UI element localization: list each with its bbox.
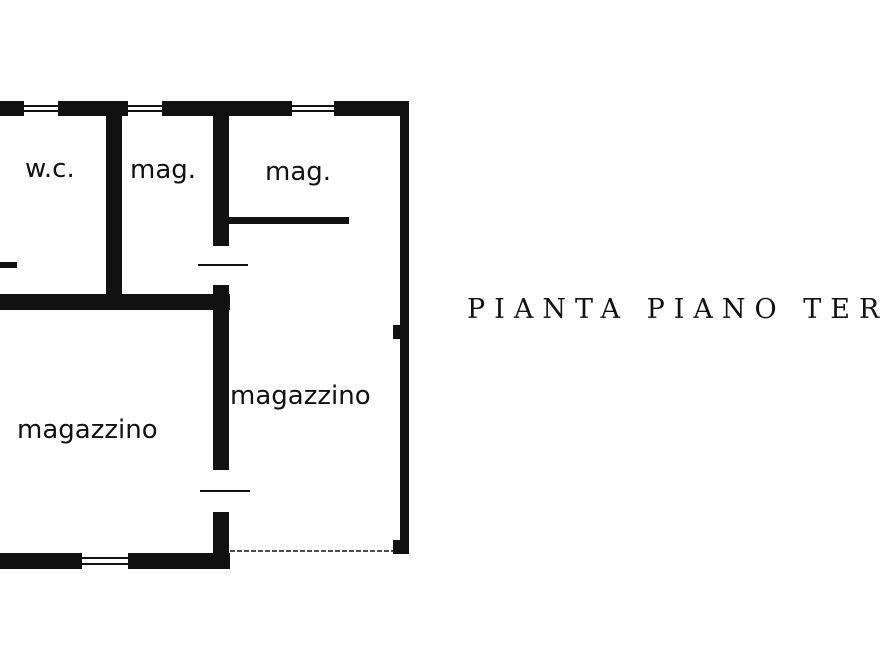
window-bottom [82, 553, 128, 569]
window-mag [128, 101, 162, 116]
wall-right-foot [393, 540, 409, 554]
wall-wc-mag [106, 101, 122, 304]
window-wc [24, 101, 58, 116]
plan-title: PIANTA PIANO TER [467, 294, 888, 325]
room-label-mag-1: mag. [130, 155, 196, 185]
window-mag-2 [292, 101, 334, 116]
room-label-magazzino-right: magazzino [230, 381, 371, 411]
wall-wc-stub [0, 262, 17, 268]
room-label-wc: w.c. [25, 154, 75, 184]
wall-center-middle [213, 285, 229, 470]
wall-center-upper [213, 101, 229, 246]
windows [24, 101, 334, 569]
wall-right-jamb [393, 325, 407, 339]
doors [198, 264, 393, 552]
room-label-magazzino-left: magazzino [17, 415, 158, 445]
wall-mid-horizontal [0, 294, 230, 310]
wall-top [0, 101, 409, 116]
room-label-mag-2: mag. [265, 157, 331, 187]
wall-center-lower [213, 512, 229, 569]
partition-mag [229, 217, 349, 224]
